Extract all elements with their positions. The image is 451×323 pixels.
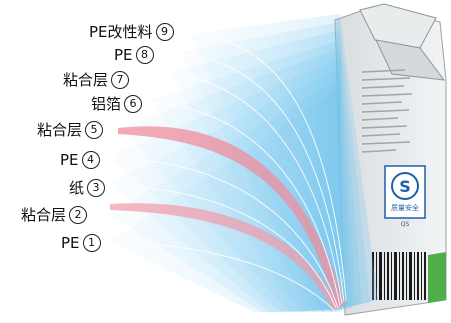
- layer-name-6: 铝箔: [91, 95, 122, 113]
- layer-edge-lines: [109, 33, 347, 311]
- layer-label-1: PE 1: [61, 234, 101, 252]
- qs-logo-code: QS: [401, 221, 410, 228]
- layer-name-2: 粘合层: [21, 206, 67, 224]
- layer-panes: [110, 14, 378, 312]
- layer-number-7: 7: [111, 71, 130, 89]
- qs-logo: S 质量安全 QS: [384, 165, 426, 228]
- layer-name-1: PE: [61, 234, 80, 252]
- qs-logo-caption: 质量安全: [391, 203, 419, 212]
- qs-logo-letter: S: [399, 177, 411, 196]
- layer-number-8: 8: [135, 46, 154, 64]
- layer-number-9: 9: [155, 23, 174, 41]
- layer-number-4: 4: [81, 151, 100, 169]
- layer-label-7: 粘合层 7: [63, 71, 130, 89]
- layer-label-8: PE 8: [114, 46, 154, 64]
- layer-name-7: 粘合层: [63, 71, 109, 89]
- adhesive-sheets: [110, 126, 345, 310]
- layer-number-5: 5: [85, 121, 104, 139]
- layer-label-3: 纸 3: [69, 179, 106, 197]
- layer-name-3: 纸: [69, 179, 85, 197]
- layer-name-4: PE: [60, 151, 79, 169]
- layer-name-9: PE改性料: [89, 23, 153, 41]
- layer-number-3: 3: [87, 179, 106, 197]
- barcode: [372, 252, 426, 300]
- layer-number-2: 2: [69, 206, 88, 224]
- layer-label-6: 铝箔 6: [91, 95, 143, 113]
- layer-name-8: PE: [114, 46, 133, 64]
- layer-label-4: PE 4: [60, 151, 100, 169]
- layer-label-2: 粘合层 2: [21, 206, 88, 224]
- carton-text-lines: [361, 69, 413, 153]
- layer-number-1: 1: [82, 234, 101, 252]
- layer-name-5: 粘合层: [37, 121, 83, 139]
- layer-number-6: 6: [124, 95, 143, 113]
- layer-label-5: 粘合层 5: [37, 121, 104, 139]
- layer-label-9: PE改性料 9: [89, 23, 174, 41]
